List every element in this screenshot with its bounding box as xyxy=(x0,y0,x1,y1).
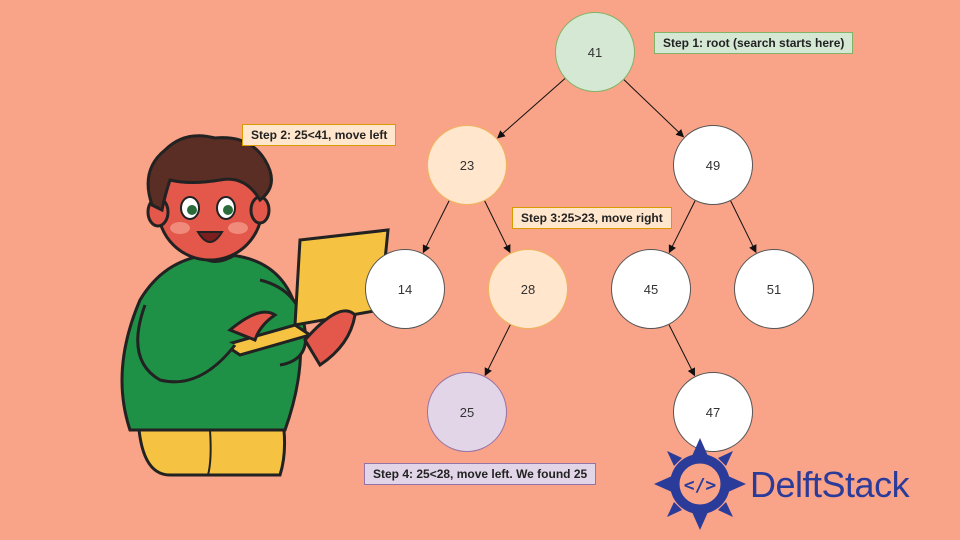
logo-text-part1: Delft xyxy=(750,464,822,505)
tree-node-51: 51 xyxy=(734,249,814,329)
edge-n41-n23 xyxy=(496,78,566,139)
edge-n49-n45 xyxy=(668,200,696,254)
tree-node-28: 28 xyxy=(488,249,568,329)
edge-n23-n14 xyxy=(422,200,450,254)
step-3-callout: Step 3:25>23, move right xyxy=(512,207,672,229)
tree-node-49: 49 xyxy=(673,125,753,205)
tree-node-14: 14 xyxy=(365,249,445,329)
person-with-laptop-illustration xyxy=(120,134,390,477)
edge-n41-n49 xyxy=(623,79,685,138)
tree-node-45: 45 xyxy=(611,249,691,329)
tree-node-23: 23 xyxy=(427,125,507,205)
logo-text-part2: Stack xyxy=(821,464,910,505)
edge-n49-n51 xyxy=(730,200,757,254)
edge-n23-n28 xyxy=(484,200,511,254)
svg-text:</>: </> xyxy=(684,475,717,496)
edge-n28-n25 xyxy=(484,324,511,377)
tree-node-25: 25 xyxy=(427,372,507,452)
code-bracket-mandala-icon: </> xyxy=(654,438,746,530)
tree-node-41: 41 xyxy=(555,12,635,92)
step-4-callout: Step 4: 25<28, move left. We found 25 xyxy=(364,463,597,485)
tree-node-47: 47 xyxy=(673,372,753,452)
delftstack-logo-text: DelftStack xyxy=(750,464,910,506)
step-2-callout: Step 2: 25<41, move left xyxy=(242,124,397,146)
edge-n45-n47 xyxy=(668,324,695,377)
step-1-callout: Step 1: root (search starts here) xyxy=(654,32,854,54)
